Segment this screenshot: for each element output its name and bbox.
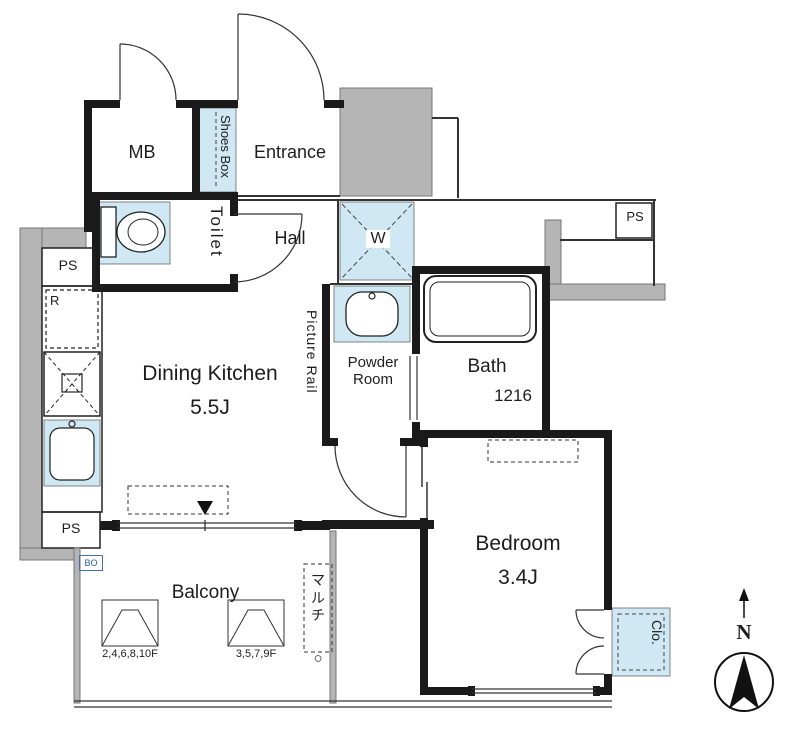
balcony-railing — [74, 700, 612, 708]
closet-marks — [617, 613, 665, 671]
entrance-door-arc — [237, 13, 325, 101]
ps-top-right-box — [615, 202, 653, 239]
label-balcony: Balcony — [171, 582, 240, 603]
closet-door-arc-bottom — [575, 645, 605, 675]
label-floors-even: 2,4,6,8,10F — [102, 648, 158, 660]
label-floors-odd: 3,5,7,9F — [235, 648, 277, 660]
triangle-marker — [197, 501, 213, 515]
balcony-hatch-odd — [227, 599, 285, 647]
label-hall: Hall — [274, 228, 306, 248]
label-multi: マルチ — [311, 572, 325, 623]
label-entrance: Entrance — [253, 142, 327, 162]
dk-window — [118, 520, 296, 531]
closet-door-arc-top — [575, 609, 605, 639]
label-bath-size: 1216 — [494, 386, 532, 405]
compass — [714, 588, 774, 712]
thin-partitions — [238, 117, 656, 286]
multi-outlet-box — [303, 563, 333, 653]
balcony-walls — [73, 530, 337, 704]
bedroom-window — [472, 688, 596, 694]
label-bath: Bath — [467, 356, 507, 377]
kitchen-counter — [41, 285, 103, 513]
corridor-door-arc — [334, 445, 407, 518]
powder-sink-fixture — [345, 291, 399, 337]
compass-needle — [729, 655, 759, 709]
label-ps-left: PS — [58, 257, 78, 273]
label-multi-mark: ○ — [313, 650, 323, 667]
toilet-door-arc — [233, 213, 303, 283]
label-powder-room: Powder Room — [347, 354, 399, 389]
closet-box — [611, 607, 671, 677]
label-ps-top-right: PS — [626, 209, 644, 224]
walls — [84, 100, 612, 696]
bedroom-sliding-door — [421, 447, 428, 519]
label-bo: BO — [79, 555, 103, 571]
label-closet: Clo. — [649, 620, 665, 645]
label-washer: W — [366, 230, 390, 249]
dk-dashed-area — [127, 485, 229, 515]
label-refrigerator: R — [50, 293, 60, 308]
balcony-hatch-even — [101, 599, 159, 647]
label-shoes-box: Shoes Box — [218, 115, 233, 178]
stove-fixture — [43, 351, 101, 417]
label-toilet: Toilet — [207, 206, 226, 258]
bath-door — [409, 356, 418, 420]
label-north: N — [736, 620, 752, 644]
door-arcs — [119, 13, 605, 675]
kitchen-sink-fixture — [49, 427, 95, 481]
label-picture-rail: Picture Rail — [304, 310, 320, 394]
label-mb: MB — [128, 142, 156, 162]
label-dining-kitchen-size: 5.5J — [190, 396, 230, 419]
bedroom-dashed-area — [487, 439, 579, 463]
label-dining-kitchen: Dining Kitchen — [142, 362, 278, 385]
label-bedroom-size: 3.4J — [498, 566, 538, 589]
refrigerator-space — [45, 289, 99, 349]
toilet-fixture — [100, 206, 166, 258]
mb-door-arc — [119, 43, 177, 101]
north-arrowhead — [739, 588, 749, 601]
bathtub-fixture — [423, 275, 537, 343]
label-bedroom: Bedroom — [475, 532, 561, 555]
label-ps-bottom: PS — [61, 520, 81, 536]
